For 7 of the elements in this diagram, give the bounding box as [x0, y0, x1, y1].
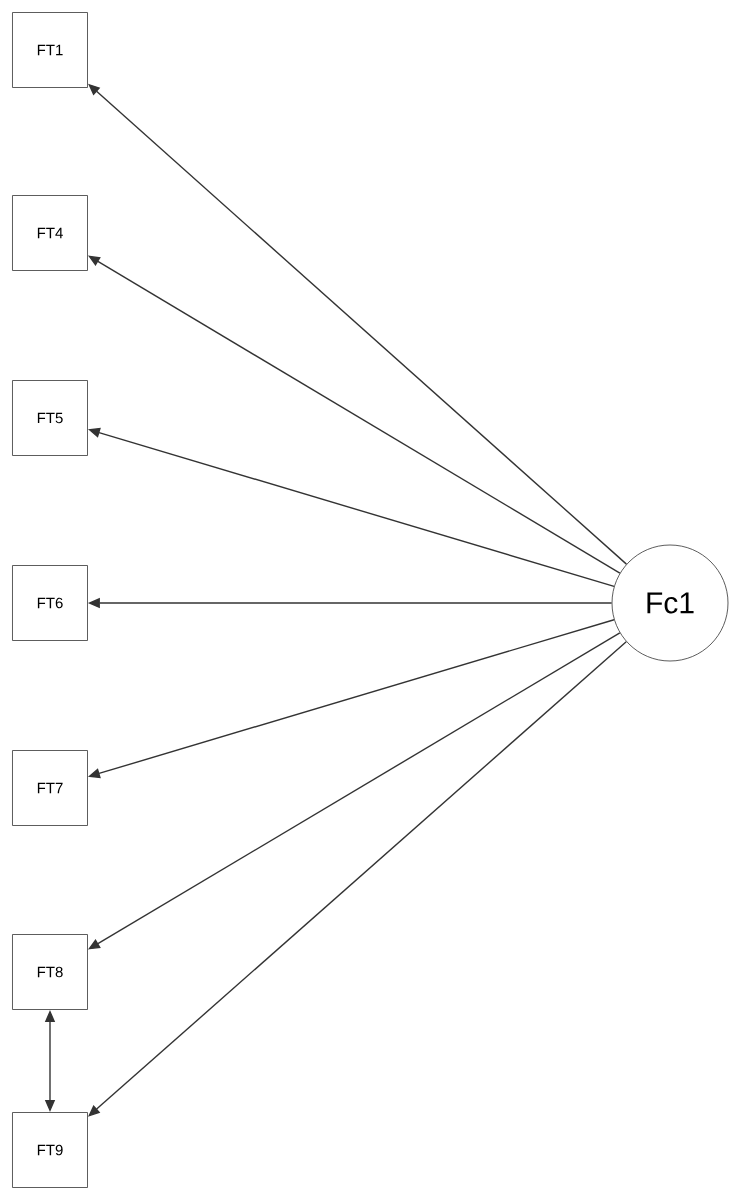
variable-box: FT8 [12, 934, 88, 1010]
variable-box: FT5 [12, 380, 88, 456]
variable-box: FT7 [12, 750, 88, 826]
variable-box: FT1 [12, 12, 88, 88]
variable-box: FT9 [12, 1112, 88, 1188]
variable-box: FT6 [12, 565, 88, 641]
variable-box: FT4 [12, 195, 88, 271]
